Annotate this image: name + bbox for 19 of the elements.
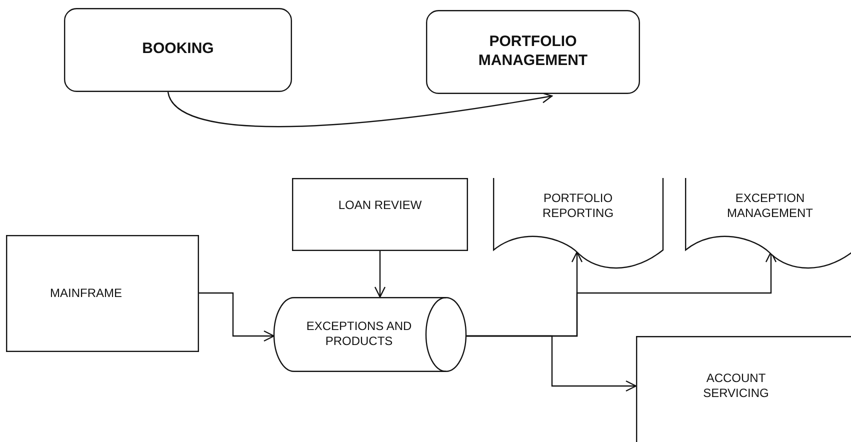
node-label: ACCOUNT SERVICING: [702, 371, 770, 401]
document-shape: [685, 178, 851, 270]
arrow: [466, 335, 637, 392]
node-label: MAINFRAME: [49, 286, 123, 301]
node-label: PORTFOLIO REPORTING: [541, 191, 615, 221]
node-label: EXCEPTIONS AND PRODUCTS: [305, 319, 413, 349]
process-box: [64, 8, 292, 92]
node-label: EXCEPTION MANAGEMENT: [726, 191, 814, 221]
arrow: [199, 292, 275, 342]
database-cylinder: [274, 297, 466, 372]
arrow: [374, 251, 386, 298]
node-label: PORTFOLIO MANAGEMENT: [477, 32, 589, 70]
node-label: BOOKING: [141, 39, 215, 58]
document-shape: [493, 178, 663, 270]
process-box: [6, 235, 199, 352]
process-box: [426, 10, 640, 94]
arrow: [167, 92, 553, 128]
process-box: [292, 178, 468, 251]
node-label: LOAN REVIEW: [337, 198, 423, 213]
